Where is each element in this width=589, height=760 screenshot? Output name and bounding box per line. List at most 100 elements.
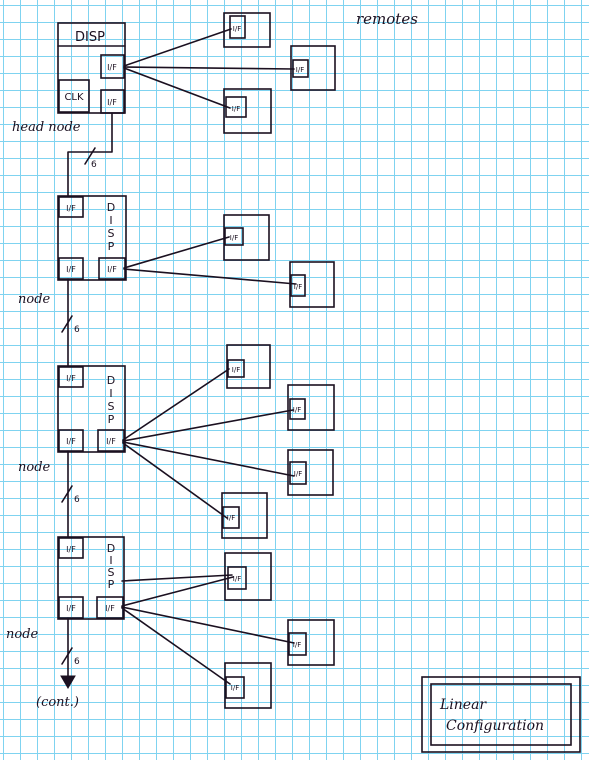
node-2-disp-letter: P bbox=[108, 413, 115, 426]
node-2-disp-letter: D bbox=[107, 374, 115, 387]
node-link-cable bbox=[67, 112, 113, 197]
remote-link bbox=[122, 442, 228, 519]
remote-link bbox=[123, 268, 297, 285]
node-3-disp-letter: I bbox=[109, 554, 112, 567]
bus-width-label: 6 bbox=[91, 160, 97, 170]
remote-iface-label: I/F bbox=[227, 514, 235, 522]
remotes-label: remotes bbox=[356, 10, 418, 28]
node-2-downstream-iface bbox=[58, 429, 84, 452]
remote-iface bbox=[222, 506, 240, 529]
head-node-remote-iface-label: I/F bbox=[107, 63, 117, 72]
remote-unit bbox=[224, 662, 272, 709]
head-node-label: head node bbox=[12, 120, 81, 135]
node-2-disp-letter: I bbox=[109, 387, 112, 400]
remote-iface-label: I/F bbox=[293, 641, 301, 649]
node-2-disp-letter: S bbox=[108, 400, 115, 413]
node-1-disp-letter: S bbox=[108, 227, 115, 240]
node-3-disp-letter: D bbox=[107, 542, 115, 555]
node-1: I/F D I S P I/F I/F bbox=[57, 195, 127, 281]
bus-width-label: 6 bbox=[74, 325, 80, 335]
remote-iface-label: I/F bbox=[233, 25, 241, 33]
node-1-disp-letter: I bbox=[109, 214, 112, 227]
node-1-downstream-iface-label: I/F bbox=[66, 265, 76, 274]
remote-iface bbox=[289, 461, 307, 485]
remote-unit bbox=[221, 492, 268, 539]
node-1-upstream-iface-label: I/F bbox=[66, 204, 76, 213]
node-3-disp-letter: P bbox=[108, 578, 115, 591]
remote-unit bbox=[224, 552, 272, 601]
remote-iface-label: I/F bbox=[294, 283, 302, 291]
node-3-downstream-iface-label: I/F bbox=[66, 604, 76, 613]
remote-iface bbox=[290, 274, 306, 297]
remote-link bbox=[123, 66, 295, 70]
remote-iface bbox=[224, 227, 244, 246]
head-node-link-iface-label: I/F bbox=[107, 98, 117, 107]
continuation-arrow-icon bbox=[60, 675, 76, 689]
clock-label: CLK bbox=[64, 92, 84, 103]
remote-iface-label: I/F bbox=[230, 234, 238, 242]
bus-width-label: 6 bbox=[74, 495, 80, 505]
remote-link bbox=[121, 574, 233, 582]
remote-link bbox=[122, 409, 294, 442]
node-3-label: node bbox=[6, 627, 39, 642]
node-1-upstream-iface bbox=[58, 196, 84, 218]
node-2-downstream-iface-label: I/F bbox=[66, 437, 76, 446]
bus-width-label: 6 bbox=[74, 657, 80, 667]
remote-iface bbox=[229, 15, 246, 39]
remote-unit bbox=[223, 88, 272, 134]
legend-outer-frame bbox=[421, 676, 581, 753]
remote-iface-label: I/F bbox=[231, 684, 239, 692]
remote-unit bbox=[223, 12, 271, 48]
continued-label: (cont.) bbox=[36, 695, 79, 710]
legend-inner-frame bbox=[430, 683, 572, 746]
node-1-downstream-iface bbox=[58, 257, 84, 280]
node-2-upstream-iface bbox=[58, 366, 84, 388]
remote-iface-label: I/F bbox=[232, 105, 240, 113]
remote-iface-label: I/F bbox=[233, 575, 241, 583]
remote-unit bbox=[287, 384, 335, 431]
remote-unit bbox=[290, 45, 336, 91]
remote-unit bbox=[287, 449, 334, 496]
node-1-disp-letter: D bbox=[107, 201, 115, 214]
node-3-disp-letter: S bbox=[108, 566, 115, 579]
remote-link bbox=[123, 67, 231, 109]
remote-iface bbox=[288, 632, 307, 656]
node-3: I/F D I S P I/F I/F bbox=[57, 536, 125, 620]
remote-iface-label: I/F bbox=[293, 406, 301, 414]
node-1-label: node bbox=[18, 292, 51, 307]
legend-box: Linear Configuration bbox=[421, 676, 581, 753]
node-3-box bbox=[57, 536, 125, 620]
remote-iface-label: I/F bbox=[294, 470, 302, 478]
remote-iface bbox=[289, 398, 306, 420]
node-1-disp-letter: P bbox=[108, 240, 115, 253]
remote-iface bbox=[225, 676, 245, 699]
legend-title-line1: Linear bbox=[439, 697, 487, 713]
remote-link bbox=[121, 607, 231, 685]
remote-link bbox=[122, 368, 230, 441]
node-3-downstream-iface bbox=[58, 596, 84, 619]
remote-link bbox=[121, 576, 234, 607]
clock-module bbox=[58, 79, 90, 113]
remote-link bbox=[123, 28, 232, 67]
node-3-upstream-iface bbox=[58, 537, 84, 559]
node-2: I/F D I S P I/F I/F bbox=[57, 365, 126, 453]
remote-link bbox=[123, 236, 230, 269]
node-3-remote-iface-label: I/F bbox=[105, 604, 115, 613]
remote-unit bbox=[289, 261, 335, 308]
remote-iface bbox=[227, 359, 245, 378]
remote-iface-label: I/F bbox=[296, 66, 304, 74]
remote-unit bbox=[223, 214, 270, 261]
node-1-box bbox=[57, 195, 127, 281]
node-2-remote-iface-label: I/F bbox=[106, 437, 116, 446]
remote-unit bbox=[226, 344, 271, 389]
node-1-remote-iface-label: I/F bbox=[107, 265, 117, 274]
node-2-label: node bbox=[18, 460, 51, 475]
node-3-upstream-iface-label: I/F bbox=[66, 545, 76, 554]
head-node-disp-label: DISP bbox=[75, 30, 105, 45]
node-2-box bbox=[57, 365, 126, 453]
node-2-upstream-iface-label: I/F bbox=[66, 374, 76, 383]
remote-link bbox=[122, 441, 295, 477]
remote-iface-label: I/F bbox=[232, 366, 240, 374]
legend-title-line2: Configuration bbox=[446, 718, 544, 734]
